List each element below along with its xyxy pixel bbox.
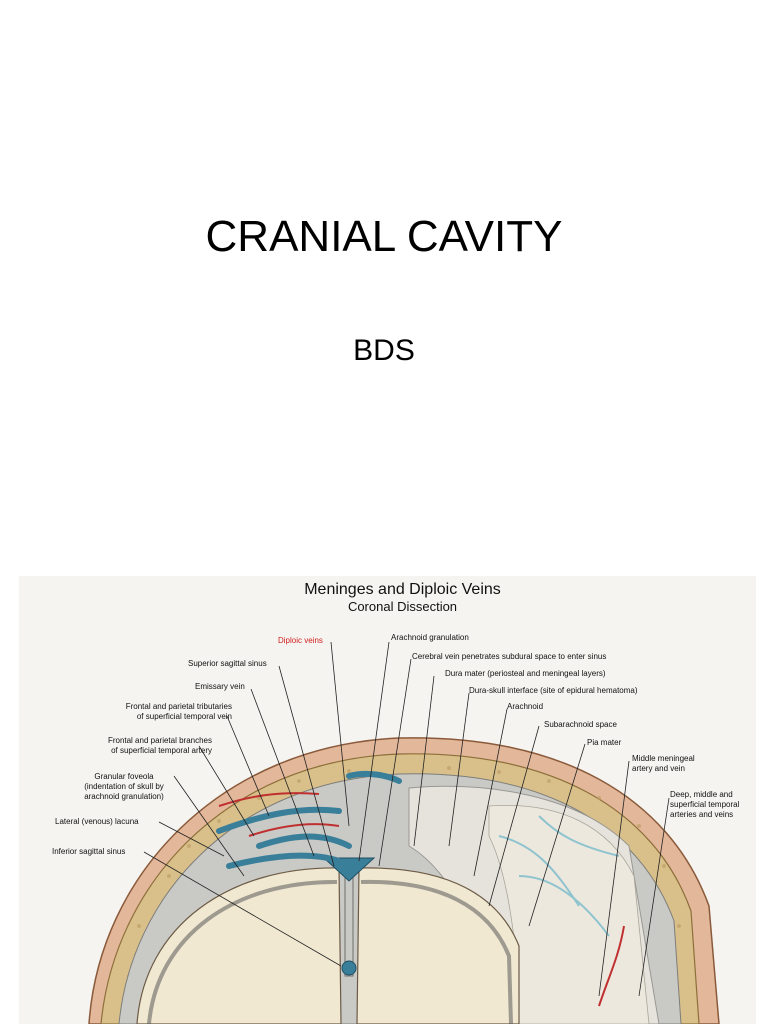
meninges-drawing <box>88 641 720 1024</box>
label-line: arteries and veins <box>670 810 734 819</box>
superior-sagittal-sinus <box>322 857 376 882</box>
label-diploic-veins: Diploic veins <box>278 636 323 645</box>
label-superior-sagittal-sinus: Superior sagittal sinus <box>188 659 267 668</box>
label-frontal-parietal-branches: Frontal and parietal branches of superfi… <box>74 736 212 756</box>
figure-subtitle: Coronal Dissection <box>347 599 458 614</box>
slide-title: CRANIAL CAVITY <box>205 212 563 261</box>
label-line: Frontal and parietal tributaries <box>125 702 232 711</box>
right-hemisphere <box>356 867 520 1024</box>
arteries <box>218 792 625 1007</box>
label-line: of superficial temporal vein <box>136 712 232 721</box>
arachnoid-surface <box>488 804 650 1024</box>
inferior-sagittal-sinus <box>341 960 357 976</box>
label-line: Granular foveola <box>94 772 154 781</box>
label-line: superficial temporal <box>670 800 740 809</box>
label-pia-mater: Pia mater <box>587 738 622 747</box>
label-arachnoid-granulation: Arachnoid granulation <box>391 633 469 642</box>
label-line: Deep, middle and <box>670 790 733 799</box>
label-deep-temporal: Deep, middle and superficial temporal ar… <box>670 790 739 820</box>
figure-title: Meninges and Diploic Veins <box>304 581 501 598</box>
label-line: Frontal and parietal branches <box>107 736 212 745</box>
meninges-illustration: Meninges and Diploic Veins Coronal Disse… <box>19 576 756 1024</box>
label-dura-skull-interface: Dura-skull interface (site of epidural h… <box>469 686 638 695</box>
label-inferior-sagittal-sinus: Inferior sagittal sinus <box>52 847 126 856</box>
label-line: (indentation of skull by <box>84 782 164 791</box>
label-granular-foveola: Granular foveola (indentation of skull b… <box>64 772 184 802</box>
label-middle-meningeal: Middle meningeal artery and vein <box>632 754 695 774</box>
label-line: artery and vein <box>632 764 685 773</box>
leader-lines <box>143 641 670 997</box>
surface-vessels <box>498 815 620 937</box>
label-arachnoid: Arachnoid <box>507 702 544 711</box>
label-line: Middle meningeal <box>632 754 695 763</box>
label-emissary-vein: Emissary vein <box>195 682 245 691</box>
slide-subtitle: BDS <box>353 334 415 367</box>
label-dura-mater: Dura mater (periosteal and meningeal lay… <box>445 669 606 678</box>
label-cerebral-vein: Cerebral vein penetrates subdural space … <box>412 652 607 661</box>
label-lateral-lacuna: Lateral (venous) lacuna <box>55 817 139 826</box>
label-line: arachnoid granulation) <box>84 792 164 801</box>
diploic-veins <box>216 770 402 869</box>
label-frontal-parietal-tributaries: Frontal and parietal tributaries of supe… <box>97 702 232 722</box>
label-subarachnoid-space: Subarachnoid space <box>544 720 617 729</box>
left-hemisphere <box>136 867 342 1024</box>
label-line: of superficial temporal artery <box>111 746 212 755</box>
